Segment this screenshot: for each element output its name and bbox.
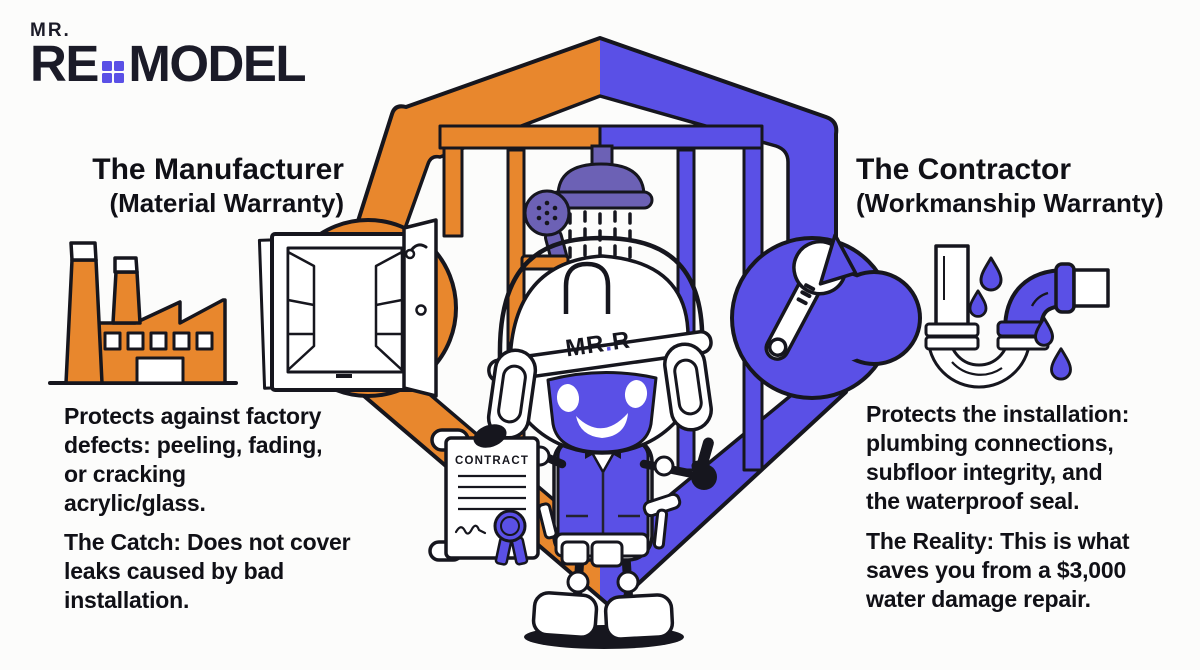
eye [556, 384, 580, 412]
robot-contractor-mascot: MR.R [486, 235, 717, 649]
ribbon-seal [493, 509, 529, 566]
boot [531, 591, 599, 639]
manufacturer-heading: The Manufacturer (Material Warranty) [92, 152, 344, 218]
hand-sprayer-icon [520, 189, 573, 281]
manufacturer-title: The Manufacturer [92, 153, 344, 186]
manufacturer-subtitle: (Material Warranty) [109, 188, 344, 218]
ear-protector [486, 342, 713, 440]
water-drop-icon [968, 256, 1072, 381]
logo-mr: MR. [30, 20, 71, 41]
manufacturer-body: Protects against factory defects: peelin… [64, 403, 323, 516]
contractor-body: Protects the installation: plumbing conn… [866, 401, 1130, 514]
robot-hand-grip [473, 424, 507, 448]
tool-belt [537, 492, 682, 568]
shower-surround-window-icon [257, 218, 438, 398]
shower-head-icon [548, 144, 654, 268]
logo-remodel: RE MODEL [30, 35, 307, 92]
brand-logo: MR. RE MODEL [30, 20, 307, 92]
contract-scroll-icon: CONTRACT [428, 424, 540, 566]
helmet-label: MR.R [564, 327, 632, 363]
smile [576, 413, 628, 438]
signature [454, 524, 487, 535]
hat-brim [487, 330, 713, 383]
contractor-reality: The Reality: This is what saves you from… [866, 528, 1130, 612]
pointing-glove-hand [691, 437, 717, 490]
eye [624, 380, 648, 408]
leaking-pipe-icon [924, 244, 1110, 389]
wrench-icon [764, 233, 858, 361]
contract-label: CONTRACT [455, 455, 529, 467]
boot [603, 593, 675, 641]
logo-grid-icon [101, 60, 125, 83]
manufacturer-catch: The Catch: Does not cover leaks caused b… [64, 529, 351, 613]
factory-icon [48, 241, 238, 385]
contractor-title: The Contractor [856, 153, 1072, 186]
headphones-band [497, 235, 705, 359]
contractor-heading: The Contractor (Workmanship Warranty) [856, 152, 1164, 218]
contractor-subtitle: (Workmanship Warranty) [856, 188, 1164, 218]
